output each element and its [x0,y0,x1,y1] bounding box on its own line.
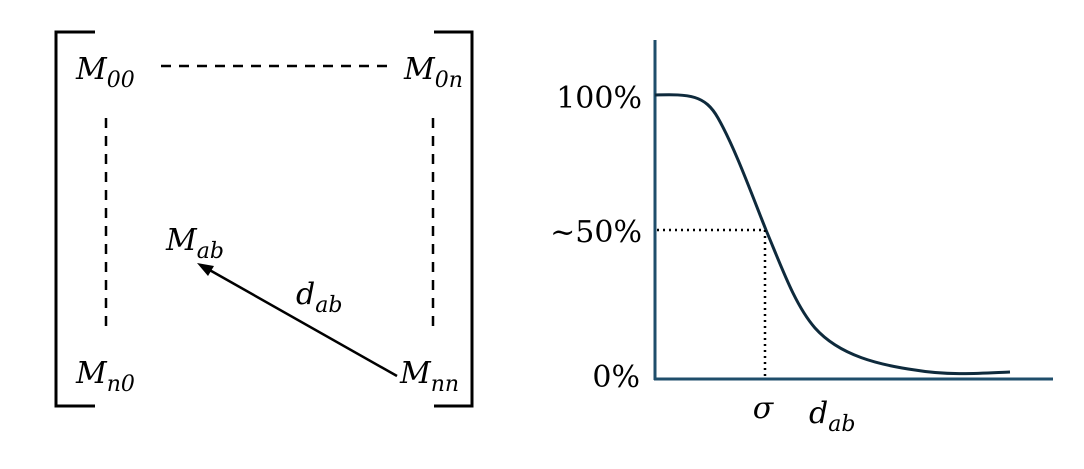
label-mnn: Mnn [399,356,459,397]
decay-curve [654,93,1011,376]
right-bracket [434,30,474,408]
y-tick-50: ~50% [550,215,642,250]
x-label-sigma: σ [753,391,775,426]
label-m0n: M0n [403,52,463,93]
distance-arrow [205,266,398,378]
label-mn0: Mn0 [75,356,135,397]
y-tick-100: 100% [556,81,642,116]
decay-curve-chart: 100% ~50% 0% σ dab [550,40,1053,437]
label-mab: Mab [165,223,224,264]
y-tick-0: 0% [592,360,640,395]
matrix-diagram: M00 M0n Mn0 Mnn Mab dab [54,30,474,408]
left-bracket [54,30,95,408]
label-distance: dab [296,277,342,318]
x-axis-label: dab [809,396,855,437]
label-m00: M00 [75,52,135,93]
arrow-head-icon [197,263,214,276]
